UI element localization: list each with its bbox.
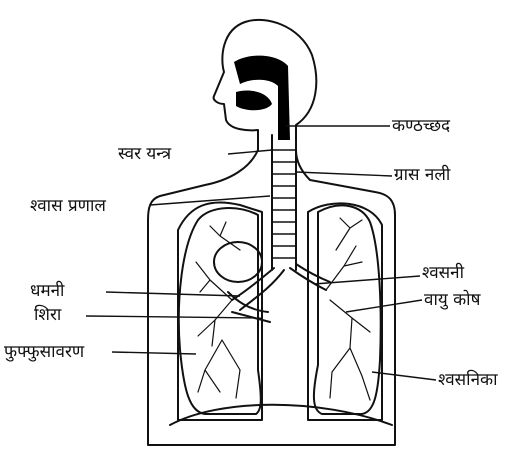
label-esophagus: ग्रास नली bbox=[394, 165, 450, 185]
label-alveoli: वायु कोष bbox=[424, 290, 480, 310]
right-lung bbox=[314, 205, 381, 414]
label-bronchus: श्वसनी bbox=[422, 263, 464, 283]
label-vein: शिरा bbox=[34, 305, 61, 325]
diaphragm bbox=[170, 405, 392, 425]
label-epiglottis: कण्ठच्छद bbox=[392, 116, 450, 136]
label-trachea: श्वास प्रणाल bbox=[30, 196, 106, 216]
label-larynx: स्वर यन्त्र bbox=[118, 144, 171, 164]
label-bronchiole: श्वसनिका bbox=[438, 370, 497, 390]
label-pleura: फुफ्फुसावरण bbox=[4, 342, 84, 362]
left-lung bbox=[179, 208, 261, 414]
label-artery: धमनी bbox=[30, 281, 64, 301]
trachea bbox=[272, 135, 296, 270]
